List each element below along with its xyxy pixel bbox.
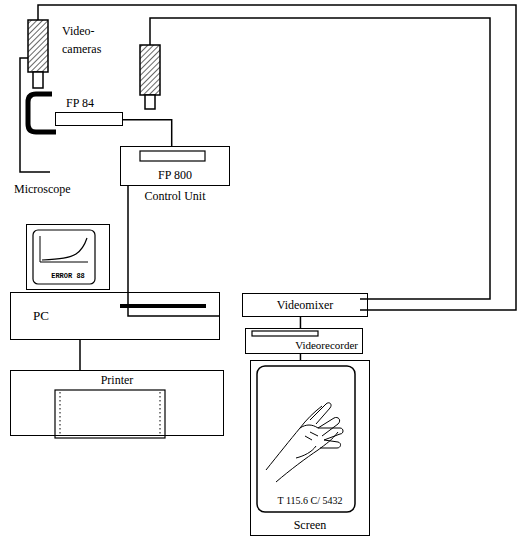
microscope-holder: [28, 94, 56, 132]
connector-line: [300, 317, 302, 328]
camera-body: [28, 20, 48, 72]
microscope-label: Microscope: [14, 180, 104, 198]
graph-curve: [42, 238, 87, 260]
tape-slot: [252, 331, 318, 336]
camera-body: [140, 45, 160, 95]
pc-box: PC: [10, 292, 220, 340]
screen-face: [257, 366, 355, 512]
node-text: PC: [33, 308, 49, 324]
connector-line: [79, 340, 81, 370]
camera-lens: [145, 95, 155, 109]
graph-axes: [40, 236, 88, 262]
videomixer-box: Videomixer: [242, 293, 368, 317]
node-text: T 115.6 C/ 5432: [251, 495, 369, 507]
paper-sheet: [55, 390, 165, 438]
node-text: FP 84: [66, 96, 94, 110]
printer-paper: [55, 390, 165, 438]
node-text: ERROR 88: [27, 272, 109, 280]
hand-image: [266, 403, 343, 482]
screen-box: T 115.6 C/ 5432Screen: [250, 360, 370, 536]
screen-drawing: [257, 366, 355, 512]
node-caption: Screen: [251, 518, 369, 532]
control-unit-box: FP 800Control Unit: [120, 146, 230, 186]
monitor-box: ERROR 88: [26, 224, 110, 290]
printer-box: Printer: [10, 370, 224, 436]
video-camera: [140, 45, 160, 109]
sensor-slab: FP 84: [55, 112, 123, 126]
videorecorder-box: Videorecorder: [245, 328, 363, 354]
node-text: Videorecorder: [295, 339, 358, 352]
node-text: Printer: [11, 373, 223, 387]
camera-wire: [150, 18, 490, 299]
node-text: Videomixer: [243, 298, 367, 312]
display-window: [140, 151, 205, 161]
connector-line: [128, 186, 220, 316]
paper-perforation: [160, 392, 161, 436]
connectors: [80, 120, 300, 370]
disk-slot: [120, 304, 206, 308]
node-caption: Control Unit: [121, 189, 229, 203]
camera-label: Video-cameras: [62, 22, 124, 58]
connector-line: [123, 120, 172, 146]
paper-perforation: [60, 392, 61, 436]
microscope-stand: [20, 58, 50, 172]
video-camera: [28, 20, 48, 88]
camera-lens: [33, 72, 43, 88]
node-text: FP 800: [121, 168, 229, 182]
microscope-drawing: [20, 58, 56, 172]
